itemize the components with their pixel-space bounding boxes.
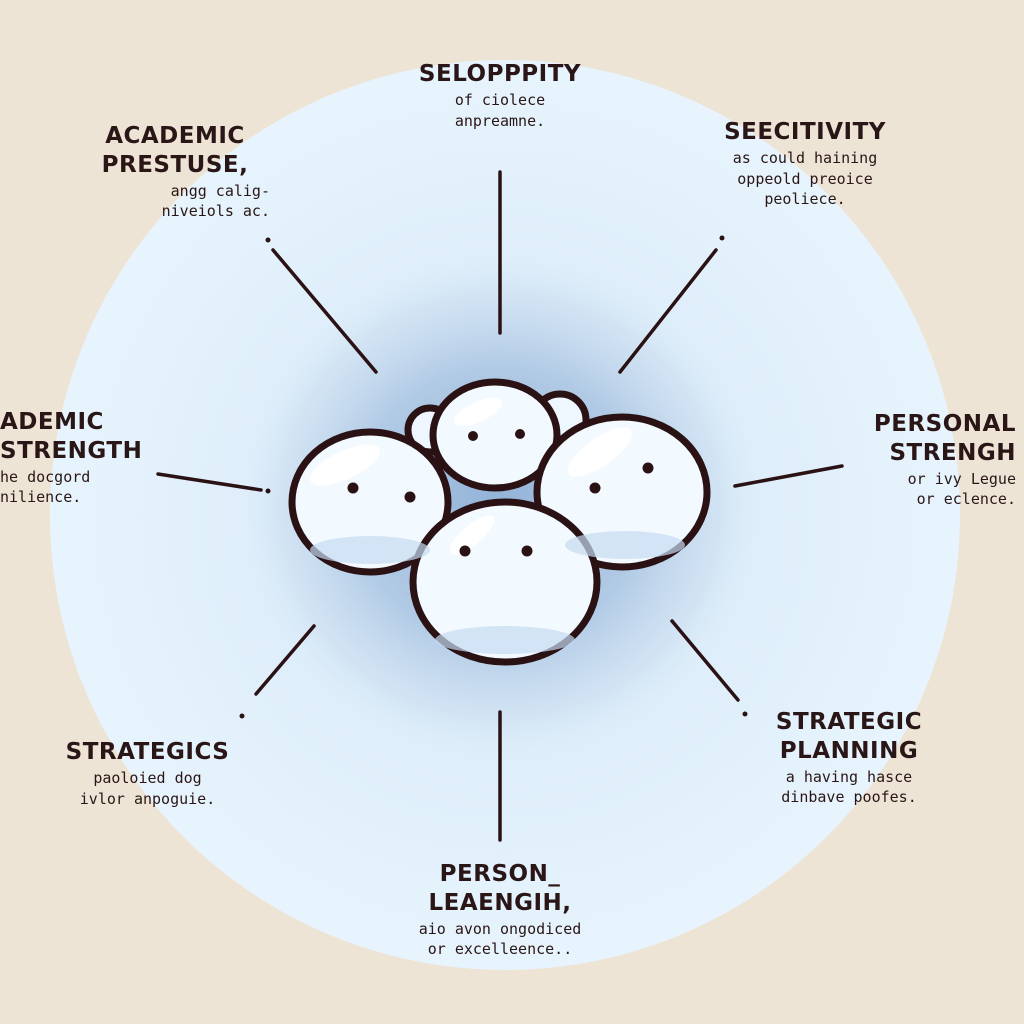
node-bottom-left-line-2: ivlor anpoguie.	[79, 789, 216, 808]
node-bottom-right: STRATEGIC PLANNING a having hasce dinbav…	[738, 708, 960, 807]
connector-right	[733, 464, 844, 488]
node-top-left-title: ACADEMIC PRESTUSE,	[101, 123, 249, 178]
node-right-line-2: or eclence.	[916, 490, 1016, 509]
node-top-right-line-3: peoliece.	[764, 190, 846, 209]
node-top-right-title: SEECITIVITY	[724, 119, 886, 145]
node-bottom: PERSON_ LEAENGIH, aio avon ongodiced or …	[375, 860, 625, 959]
connector-top-right	[618, 248, 718, 374]
connector-dots	[239, 235, 748, 719]
node-top-line-2: anpreamne.	[454, 111, 546, 130]
node-bottom-left: STRATEGICS paoloied dog ivlor anpoguie.	[40, 738, 255, 808]
node-top-left-line-1: angg calig-	[170, 181, 270, 200]
node-left: ADEMIC STRENGTH he docgord nilience.	[0, 408, 150, 507]
node-bottom-right-line-1: a having hasce	[785, 767, 913, 786]
connector-top-left	[271, 248, 378, 374]
node-top-left-line-2: niveiols ac.	[161, 202, 270, 221]
connector-bottom-left	[254, 624, 316, 696]
node-bottom-title: PERSON_ LEAENGIH,	[428, 861, 572, 916]
connector-bottom-right	[670, 619, 740, 702]
node-top-right-line-2: oppeold preoice	[737, 169, 873, 188]
node-bottom-left-title: STRATEGICS	[65, 739, 230, 765]
node-left-line-2: nilience.	[0, 488, 82, 507]
node-right-line-1: or ivy Legue	[907, 469, 1016, 488]
node-right: PERSONAL STRENGH or ivy Legue or eclence…	[844, 410, 1016, 509]
cloud-with-faces-icon	[288, 378, 711, 666]
node-top-right-line-1: as could haining	[732, 148, 878, 167]
node-left-title: ADEMIC STRENGTH	[0, 409, 143, 464]
node-bottom-line-2: or excelleence..	[427, 940, 573, 959]
node-top-left: ACADEMIC PRESTUSE, angg calig- niveiols …	[80, 122, 270, 221]
node-top-right: SEECITIVITY as could haining oppeold pre…	[700, 118, 910, 209]
node-left-line-1: he docgord	[0, 467, 91, 486]
node-bottom-right-line-2: dinbave poofes.	[781, 788, 917, 807]
node-bottom-line-1: aio avon ongodiced	[418, 919, 582, 938]
connector-left	[156, 472, 263, 492]
node-right-title: PERSONAL STRENGH	[873, 411, 1016, 466]
connector-lines	[156, 170, 844, 842]
node-top-line-1: of ciolece	[454, 90, 546, 109]
node-bottom-right-title: STRATEGIC PLANNING	[775, 709, 923, 764]
node-top-title: SELOPPPITY	[418, 61, 582, 87]
node-top: SELOPPPITY of ciolece anpreamne.	[380, 60, 620, 130]
node-bottom-left-line-1: paoloied dog	[93, 768, 202, 787]
